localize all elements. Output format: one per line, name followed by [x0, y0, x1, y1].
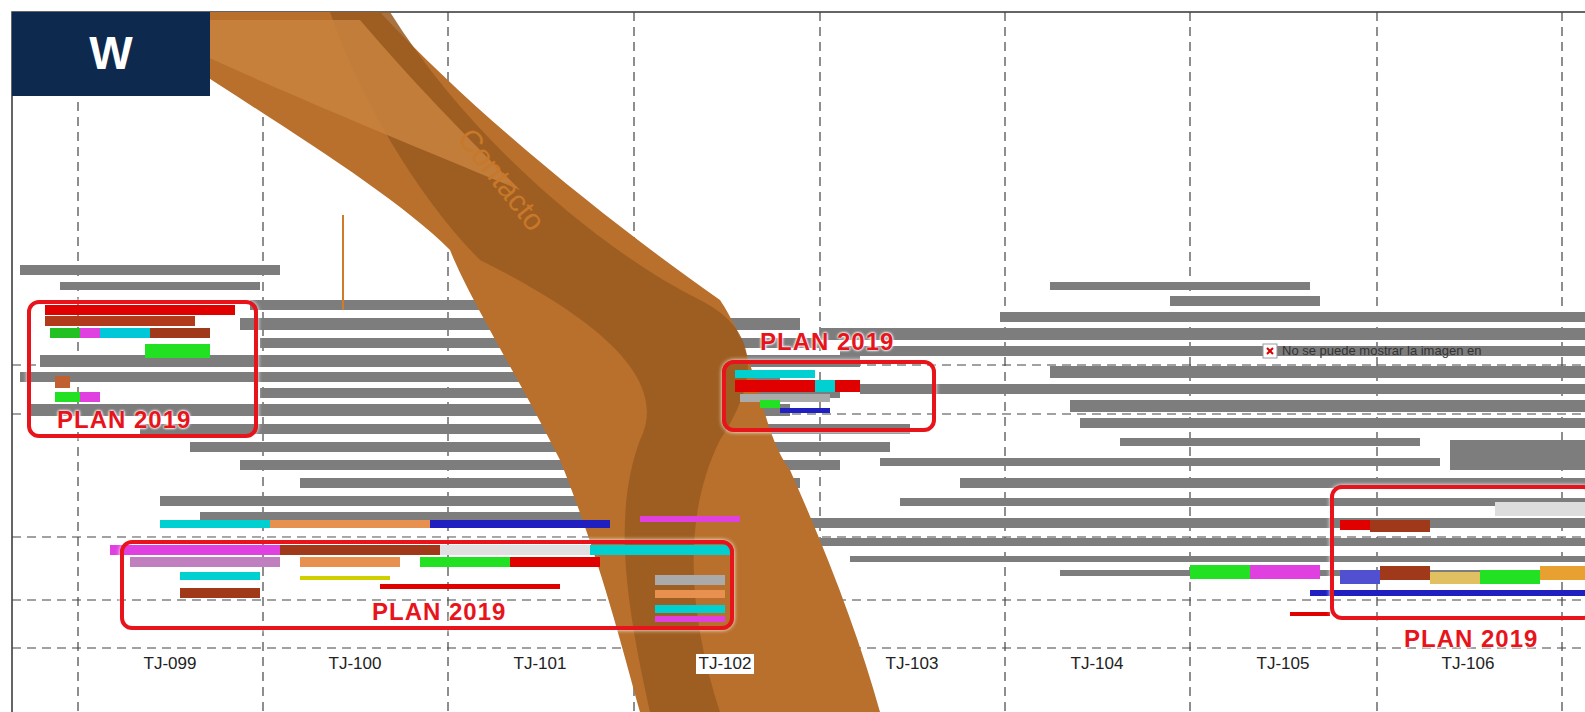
- section-label: TJ-105: [1254, 654, 1313, 674]
- plan-label: PLAN 2019: [1404, 625, 1538, 653]
- section-label: TJ-106: [1439, 654, 1498, 674]
- plan-box: PLAN 2019: [1330, 485, 1585, 620]
- section-label: TJ-104: [1068, 654, 1127, 674]
- broken-image-text: No se puede mostrar la imagen en: [1282, 343, 1481, 358]
- grid: [12, 12, 1585, 712]
- plan-label: PLAN 2019: [372, 598, 506, 626]
- section-label: TJ-101: [511, 654, 570, 674]
- section-label: TJ-100: [326, 654, 385, 674]
- broken-image-icon: [1263, 344, 1277, 358]
- plan-label: PLAN 2019: [760, 328, 894, 356]
- section-label: TJ-102: [696, 654, 755, 674]
- plan-label: PLAN 2019: [57, 406, 191, 434]
- frame: [12, 12, 1585, 712]
- plan-box: PLAN 2019: [722, 360, 936, 432]
- section-label: TJ-103: [883, 654, 942, 674]
- section-label: TJ-099: [141, 654, 200, 674]
- direction-label: W: [12, 12, 210, 78]
- plan-box: PLAN 2019: [27, 300, 258, 438]
- plan-stopes: [45, 305, 1585, 622]
- plan-box: PLAN 2019: [120, 540, 734, 630]
- direction-box: W: [12, 12, 210, 96]
